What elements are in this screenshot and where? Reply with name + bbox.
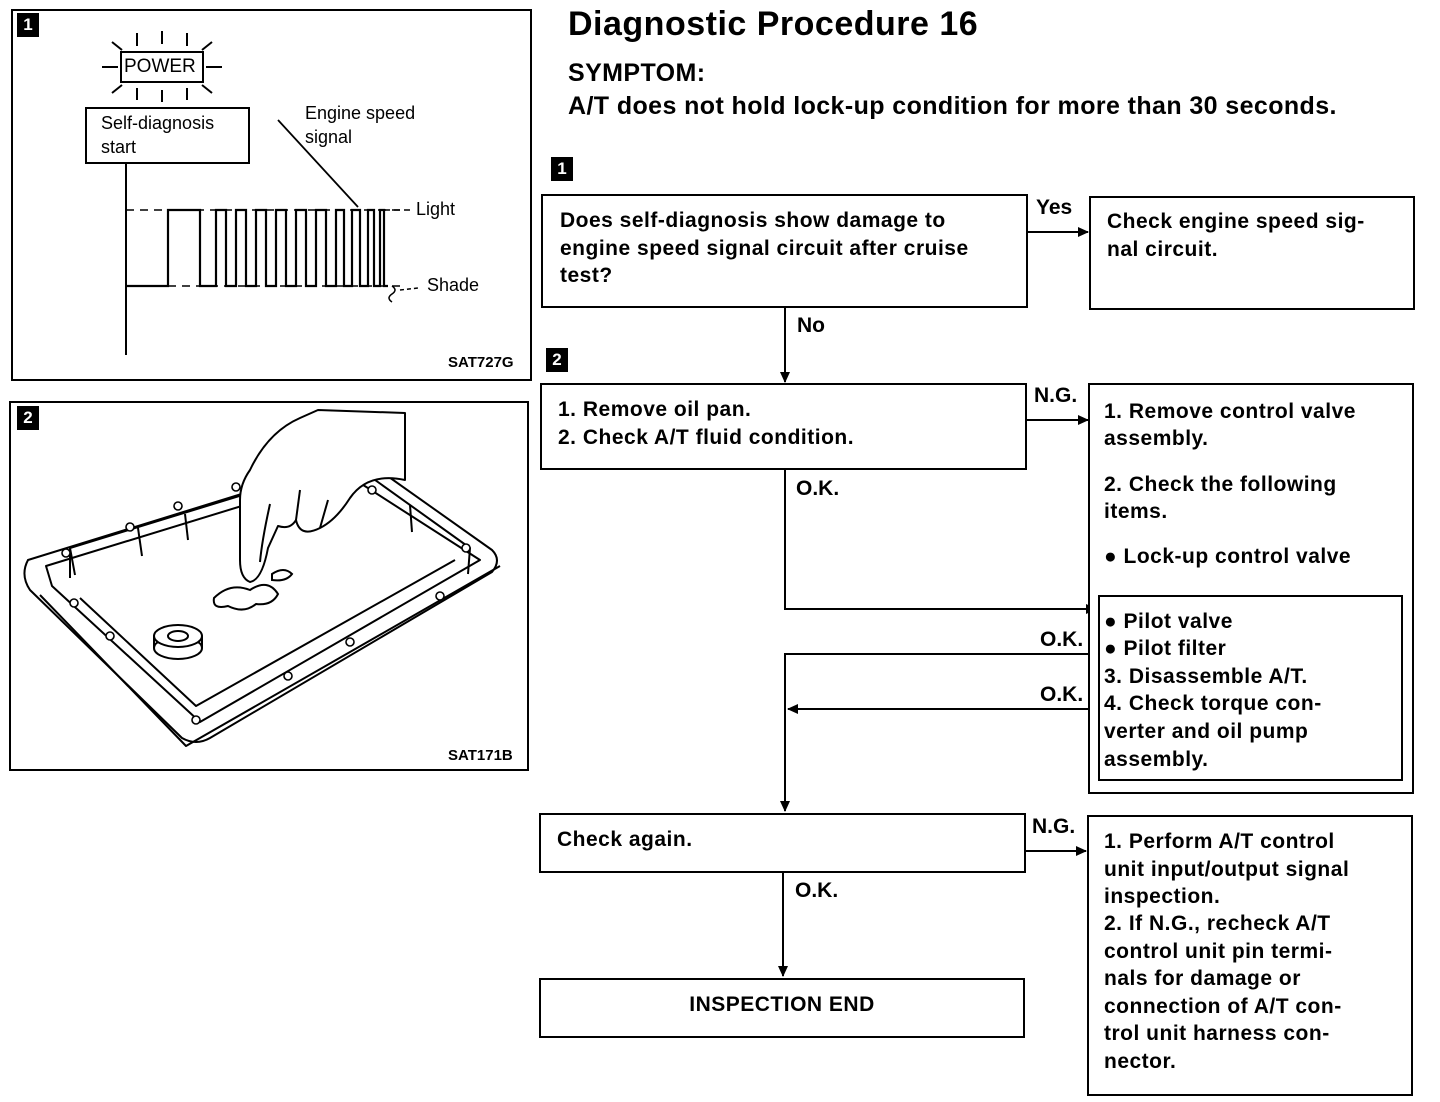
ng-action-1-line4: items. (1104, 500, 1168, 523)
no-label: No (797, 314, 825, 337)
ng-action-2-line4: 2. If N.G., recheck A/T (1104, 912, 1331, 935)
inner-item-3: 3. Disassemble A/T. (1104, 665, 1308, 688)
ng-action-2-line9: nector. (1104, 1050, 1177, 1073)
self-diagnosis-box (85, 107, 250, 164)
engine-speed-label-line1: Engine speed (305, 103, 416, 123)
question-line3: test? (560, 264, 613, 287)
figure1-step-badge: 1 (17, 13, 39, 37)
ng-action-2-line7: connection of A/T con- (1104, 995, 1342, 1018)
inner-item-2: ● Pilot filter (1104, 637, 1227, 660)
yes-action-line2: nal circuit. (1107, 238, 1219, 261)
check-again-box (539, 813, 1026, 873)
step2-line2: 2. Check A/T fluid condition. (558, 426, 855, 449)
inspection-end-text: INSPECTION END (689, 993, 875, 1016)
power-label: POWER (124, 56, 196, 77)
oil-pan-illustration (23, 409, 501, 747)
symptom-label: SYMPTOM: (568, 59, 706, 87)
yes-label: Yes (1036, 196, 1073, 219)
yes-action-line1: Check engine speed sig- (1107, 210, 1365, 233)
ok-label-4: O.K. (795, 879, 839, 902)
ng-action-box-2 (1087, 815, 1413, 1096)
flow-step2-badge: 2 (546, 348, 568, 372)
step2-line1: 1. Remove oil pan. (558, 398, 752, 421)
flow-step1-badge: 1 (551, 157, 573, 181)
figure1-code: SAT727G (448, 354, 514, 371)
inner-item-6: assembly. (1104, 748, 1209, 771)
light-label: Light (416, 199, 456, 219)
inner-item-4: 4. Check torque con- (1104, 692, 1322, 715)
yes-action-box (1089, 196, 1415, 310)
ng-action-1-line5: ● Lock-up control valve (1104, 545, 1352, 568)
self-diagnosis-label-line1: Self-diagnosis (101, 113, 215, 133)
shade-label: Shade (427, 275, 480, 295)
figure2-code: SAT171B (448, 747, 513, 764)
check-again-text: Check again. (557, 828, 693, 851)
symptom-text: A/T does not hold lock-up condition for … (568, 92, 1337, 120)
figure2-step-badge: 2 (17, 406, 39, 430)
engine-speed-label-line2: signal (305, 127, 353, 147)
ok-label-2: O.K. (1040, 628, 1084, 651)
ng-action-2-line1: 1. Perform A/T control (1104, 830, 1335, 853)
ng-action-1-line1: 1. Remove control valve (1104, 400, 1356, 423)
ng-action-2-line3: inspection. (1104, 885, 1221, 908)
page-title: Diagnostic Procedure 16 (568, 5, 979, 43)
figure1-waveform (85, 31, 419, 355)
power-box (120, 51, 204, 83)
ng-label-1: N.G. (1034, 384, 1078, 407)
inner-item-1: ● Pilot valve (1104, 610, 1233, 633)
inspection-end-box (539, 978, 1025, 1038)
ng-action-2-line2: unit input/output signal (1104, 858, 1350, 881)
question-line2: engine speed signal circuit after cruise (560, 237, 969, 260)
ok-label-3: O.K. (1040, 683, 1084, 706)
step2-box (540, 383, 1027, 470)
question-line1: Does self-diagnosis show damage to (560, 209, 946, 232)
ng-action-2-line6: nals for damage or (1104, 967, 1301, 990)
ng-action-2-line5: control unit pin termi- (1104, 940, 1333, 963)
ok-label-1: O.K. (796, 477, 840, 500)
ng-action-2-line8: trol unit harness con- (1104, 1022, 1330, 1045)
question-box (541, 194, 1028, 308)
ng-label-2: N.G. (1032, 815, 1076, 838)
ng-action-1-line3: 2. Check the following (1104, 473, 1337, 496)
self-diagnosis-label-line2: start (101, 137, 137, 157)
inner-check-box (1098, 595, 1403, 781)
inner-item-5: verter and oil pump (1104, 720, 1309, 743)
figure-self-diagnosis-panel (11, 9, 532, 381)
ng-action-1-line2: assembly. (1104, 427, 1209, 450)
